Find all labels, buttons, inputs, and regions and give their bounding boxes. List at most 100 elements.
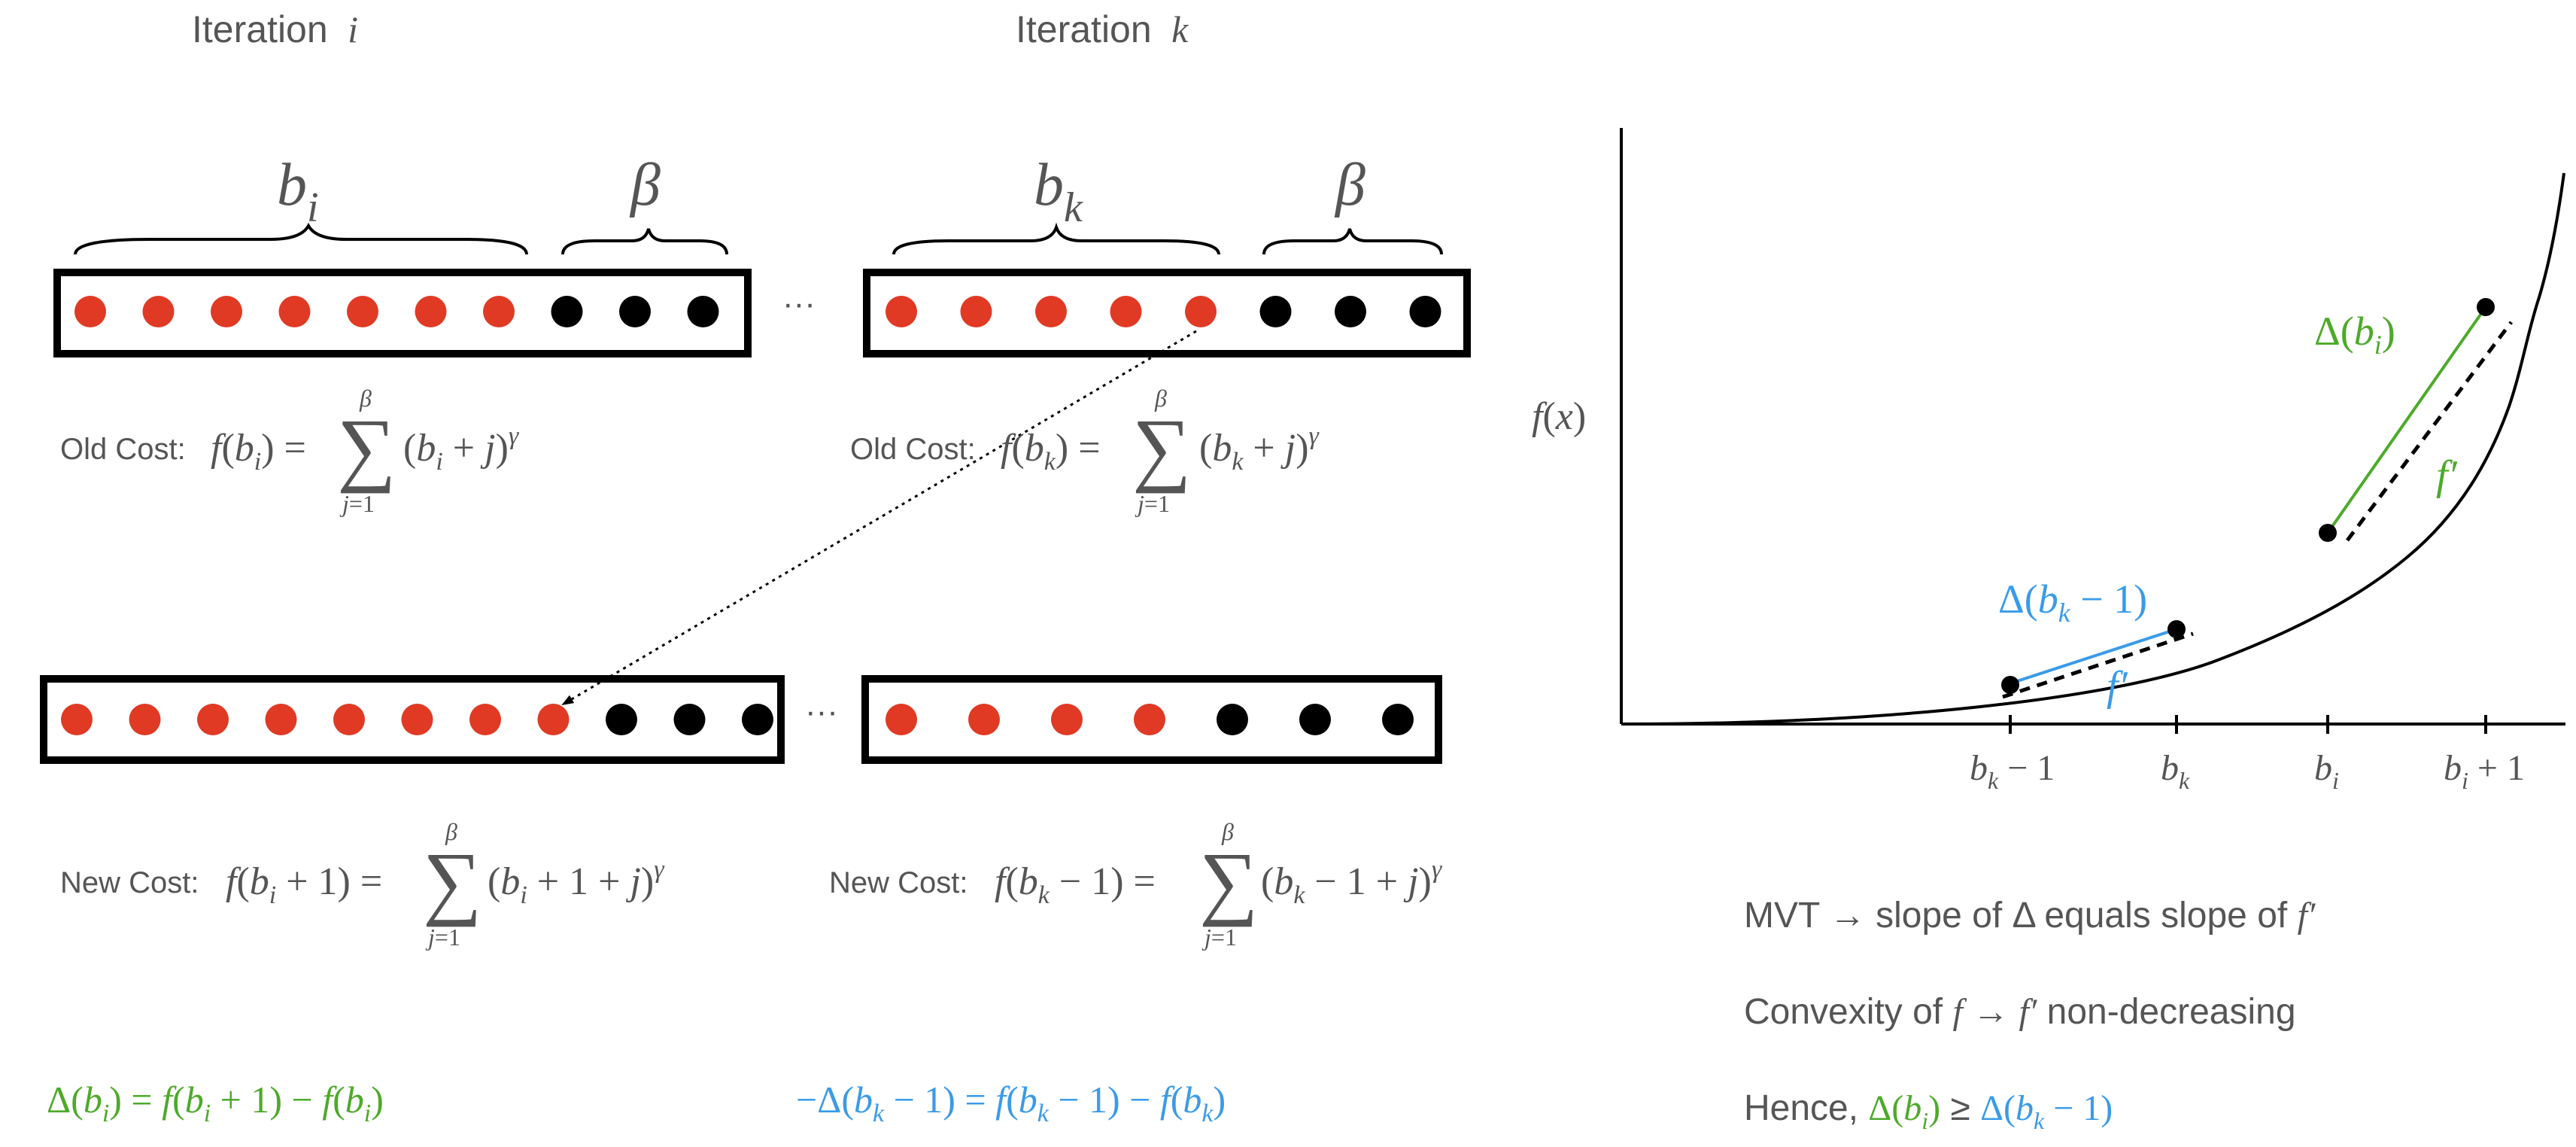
blue-tangent-label: f′: [2107, 663, 2128, 710]
delta-i-formula: Δ(bi) = f(bi + 1) − f(bi): [47, 1079, 384, 1127]
iteration-i-title: Iteration i: [192, 8, 358, 50]
array-dot-red: [333, 704, 365, 735]
xtick-label-bk: bk: [2161, 748, 2190, 794]
new-cost-k-summand: (bk − 1 + j)γ: [1261, 856, 1443, 909]
brace-b-k-label: bk: [1034, 152, 1083, 231]
old-array-i-dots: [74, 296, 719, 327]
array-dot-red: [1110, 296, 1142, 327]
old-cost-k-formula: f(bk) =: [1001, 427, 1101, 476]
old-cost-k-summand: (bk + j)γ: [1199, 422, 1320, 476]
array-dot-red: [1185, 296, 1217, 327]
new-cost-i-label: New Cost:: [60, 866, 199, 899]
array-dot-red: [1134, 704, 1165, 735]
array-dot-black: [673, 704, 706, 735]
array-dot-red: [469, 704, 501, 735]
array-dot-red: [1051, 704, 1083, 735]
note-convexity-pre: Convexity of: [1744, 992, 1952, 1032]
array-dot-black: [1259, 296, 1292, 327]
point-bi-plus-1: [2477, 298, 2495, 316]
array-dot-red: [197, 704, 229, 735]
array-dot-red: [1035, 296, 1067, 327]
note-hence-pre: Hence,: [1744, 1088, 1868, 1128]
note-hence-delta-i: Δ(bi): [1868, 1088, 1940, 1134]
new-array-k: [861, 675, 1442, 764]
old-cost-k-label: Old Cost:: [850, 433, 976, 466]
point-bk: [2167, 620, 2186, 638]
old-array-k-dots: [886, 296, 1441, 327]
brace-beta-i-label: β: [629, 152, 661, 218]
blue-chord-label: Δ(bk − 1): [1998, 577, 2147, 628]
new-array-k-dots: [886, 704, 1414, 735]
new-cost-k-label: New Cost:: [829, 866, 968, 899]
old-cost-k-sigma: ∑: [1132, 402, 1191, 494]
array-dot-black: [619, 296, 651, 327]
array-dot-black: [551, 296, 583, 327]
blue-tangent: [2002, 631, 2194, 699]
iteration-k-title: Iteration k: [1016, 8, 1189, 50]
new-cost-k-formula: f(bk − 1) =: [995, 860, 1156, 909]
ellipsis-bottom: ···: [805, 693, 838, 730]
xtick-label-bk-minus-1: bk − 1: [1970, 748, 2055, 794]
new-cost-k-sigma-top: β: [1221, 818, 1234, 845]
array-dot-black: [1335, 296, 1366, 327]
array-dot-black: [1217, 704, 1248, 735]
array-dot-black: [1299, 704, 1331, 735]
note-convexity: Convexity of f → f′ non-decreasing: [1744, 992, 2296, 1032]
old-cost-i-summand: (bi + j)γ: [403, 422, 520, 476]
array-dot-black: [742, 704, 773, 735]
note-mvt: MVT → slope of Δ equals slope of f′: [1744, 896, 2316, 936]
convexity-plot: f(x) bk − 1 bk bi bi + 1 Δ(bi) f′ Δ(bk −…: [1532, 128, 2565, 794]
iteration-k-title-var: k: [1171, 8, 1189, 50]
old-cost-k-sigma-bottom: j=1: [1135, 490, 1170, 517]
green-tangent-label: f′: [2436, 452, 2458, 499]
array-dot-black: [687, 296, 719, 327]
new-cost-i-sigma-bottom: j=1: [425, 923, 460, 951]
array-dot-red: [537, 704, 570, 735]
brace-b-k: bk: [892, 152, 1220, 255]
brace-beta-k: β: [1262, 152, 1443, 255]
y-axis-label: f(x): [1532, 395, 1586, 438]
array-dot-red: [347, 296, 378, 327]
array-dot-red: [483, 296, 515, 327]
array-dot-red: [278, 296, 311, 327]
xtick-label-bi-plus-1: bi + 1: [2444, 748, 2525, 794]
array-dot-red: [960, 296, 992, 327]
array-dot-red: [211, 296, 242, 327]
old-array-k: [863, 269, 1471, 357]
delta-k-formula: −Δ(bk − 1) = f(bk − 1) − f(bk): [796, 1079, 1226, 1127]
green-chord: [2326, 306, 2487, 534]
iteration-k-title-word: Iteration: [1016, 8, 1152, 50]
note-convexity-post: non-decreasing: [2037, 992, 2295, 1032]
note-convexity-fprime: f′: [2019, 992, 2037, 1032]
note-hence-delta-k: Δ(bk − 1): [1980, 1088, 2113, 1134]
old-cost-i-sigma: ∑: [337, 402, 396, 494]
xtick-label-bi: bi: [2314, 748, 2339, 794]
array-dot-black: [606, 704, 637, 735]
iteration-i-title-var: i: [348, 8, 358, 50]
array-dot-red: [968, 704, 1000, 735]
old-cost-i: Old Cost: f(bi) = ∑ β j=1 (bi + j)γ: [60, 385, 520, 517]
point-bi: [2319, 524, 2337, 542]
array-dot-red: [401, 704, 433, 735]
array-dot-black: [1382, 704, 1414, 735]
array-dot-red: [142, 296, 175, 327]
note-hence-ge: ≥: [1940, 1088, 1980, 1128]
old-cost-i-label: Old Cost:: [60, 433, 186, 466]
brace-b-i: bi: [74, 152, 528, 255]
brace-b-i-label: bi: [277, 152, 319, 231]
array-dot-red: [61, 704, 93, 735]
new-cost-k-sigma: ∑: [1199, 835, 1258, 927]
note-convexity-arrow: →: [1963, 992, 2019, 1032]
array-dot-red: [265, 704, 297, 735]
old-cost-k: Old Cost: f(bk) = ∑ β j=1 (bk + j)γ: [850, 385, 1320, 517]
iteration-i-title-word: Iteration: [192, 8, 328, 50]
old-cost-k-sigma-top: β: [1154, 385, 1167, 412]
new-cost-i-summand: (bi + 1 + j)γ: [488, 856, 665, 909]
blue-chord: [2009, 628, 2177, 685]
note-hence: Hence, Δ(bi) ≥ Δ(bk − 1): [1744, 1088, 2113, 1134]
convex-curve: [1624, 172, 2565, 726]
ellipsis-top: ···: [782, 285, 816, 322]
new-cost-i-formula: f(bi + 1) =: [226, 860, 382, 909]
brace-beta-i: β: [561, 152, 728, 255]
